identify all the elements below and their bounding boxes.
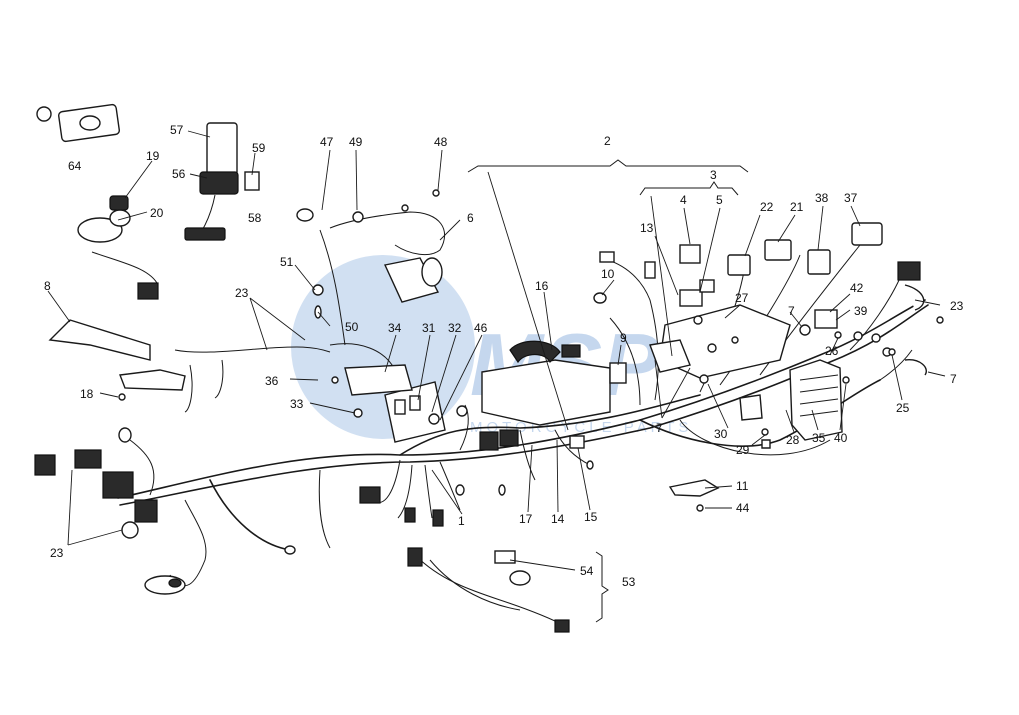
callout-53: 53 [622, 575, 636, 589]
lower-bracket [668, 394, 771, 512]
callout-7-right-top: 7 [788, 304, 795, 318]
callout-17: 17 [519, 512, 533, 526]
callout-29: 29 [736, 443, 750, 457]
relay-block [184, 122, 260, 241]
callout-31: 31 [422, 321, 436, 335]
callout-16: 16 [535, 279, 549, 293]
callout-18: 18 [80, 387, 94, 401]
callout-3: 3 [710, 168, 717, 182]
callout-20: 20 [150, 206, 164, 220]
connectors-lower-left [34, 427, 296, 595]
callout-23-right: 23 [950, 299, 964, 313]
callout-22: 22 [760, 200, 774, 214]
callout-4: 4 [680, 193, 687, 207]
mounting-bracket [48, 319, 186, 391]
ignition-switch [77, 195, 159, 300]
fuse-box [344, 364, 446, 443]
components [34, 103, 944, 633]
horn [296, 208, 443, 319]
callout-23-left: 23 [235, 286, 249, 300]
callout-21: 21 [790, 200, 804, 214]
watermark-globe [291, 255, 475, 439]
callout-39: 39 [854, 304, 868, 318]
callout-36: 36 [265, 374, 279, 388]
callout-labels: 64 57 56 59 58 19 20 8 23 18 36 33 34 31… [44, 123, 964, 589]
callout-40: 40 [834, 431, 848, 445]
callout-23-bottom: 23 [50, 546, 64, 560]
callout-59: 59 [252, 141, 266, 155]
connectors-lower-center [359, 405, 594, 527]
connectors-top-right [727, 222, 944, 324]
callout-49: 49 [349, 135, 363, 149]
callout-34: 34 [388, 321, 402, 335]
callout-32: 32 [448, 321, 462, 335]
callout-30: 30 [714, 427, 728, 441]
callout-57: 57 [170, 123, 184, 137]
callout-19: 19 [146, 149, 160, 163]
callout-37: 37 [844, 191, 858, 205]
callout-51: 51 [280, 255, 294, 269]
callout-28: 28 [786, 433, 800, 447]
callout-5: 5 [716, 193, 723, 207]
callout-9: 9 [620, 331, 627, 345]
callout-50: 50 [345, 320, 359, 334]
callout-33: 33 [290, 397, 304, 411]
callout-44: 44 [736, 501, 750, 515]
callout-15: 15 [584, 510, 598, 524]
callout-54: 54 [580, 564, 594, 578]
callout-7-center: 7 [656, 421, 663, 435]
callout-1: 1 [458, 514, 465, 528]
callout-14: 14 [551, 512, 565, 526]
battery [481, 340, 611, 426]
callout-8: 8 [44, 279, 51, 293]
callout-64: 64 [68, 159, 82, 173]
side-stand-cable [407, 547, 570, 633]
callout-11: 11 [736, 479, 749, 493]
relay-panel [649, 244, 791, 379]
callout-38: 38 [815, 191, 829, 205]
callout-10: 10 [601, 267, 615, 281]
callout-56: 56 [172, 167, 186, 181]
ignition-key [36, 103, 120, 143]
callout-7-right: 7 [950, 372, 957, 386]
callout-35: 35 [812, 431, 826, 445]
callout-47: 47 [320, 135, 334, 149]
callout-48: 48 [434, 135, 448, 149]
callout-6: 6 [467, 211, 474, 225]
callout-13: 13 [640, 221, 654, 235]
connectors-center [593, 251, 656, 384]
callout-2: 2 [604, 134, 611, 148]
callout-46: 46 [474, 321, 488, 335]
callout-25: 25 [896, 401, 910, 415]
leader-lines [47, 130, 946, 623]
callout-58: 58 [248, 211, 262, 225]
voltage-regulator [789, 309, 927, 441]
callout-42: 42 [850, 281, 864, 295]
callout-27: 27 [735, 291, 749, 305]
callout-26: 26 [825, 344, 839, 358]
